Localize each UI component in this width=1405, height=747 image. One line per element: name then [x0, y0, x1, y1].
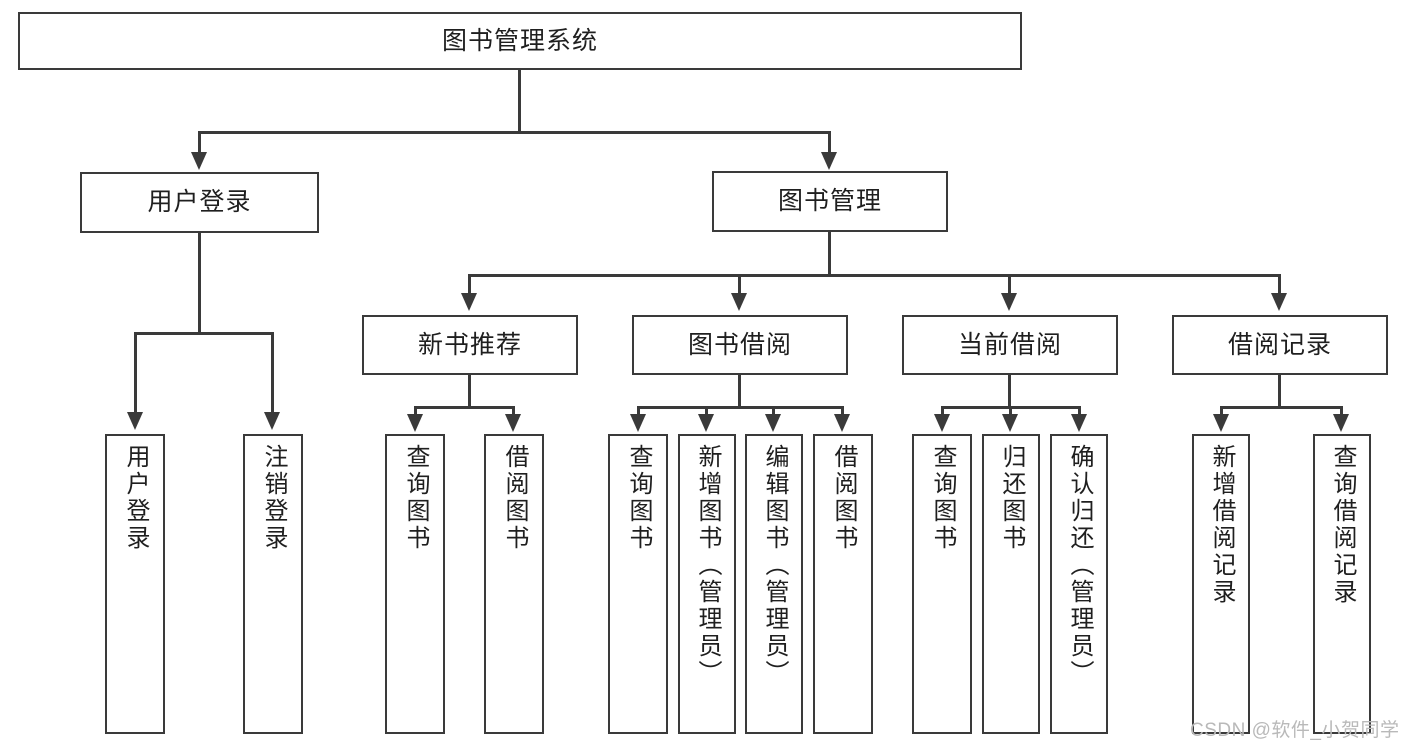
node-label: 借阅图书	[501, 444, 528, 552]
connector-current-to-leaf2	[1009, 406, 1012, 418]
leaf-query-book-borrow[interactable]: 查询图书	[608, 434, 668, 734]
connector-book-manage-bus	[468, 274, 1280, 277]
arrowhead-recommend-leaf2	[505, 414, 521, 432]
connector-book-manage-to-borrow	[738, 274, 741, 296]
node-new-book-recommend[interactable]: 新书推荐	[362, 315, 578, 375]
node-label: 查询图书	[625, 444, 652, 552]
connector-book-manage-to-record	[1278, 274, 1281, 296]
leaf-add-book-admin[interactable]: 新增图书（管理员）	[678, 434, 736, 734]
node-user-login[interactable]: 用户登录	[80, 172, 319, 233]
node-borrow-record[interactable]: 借阅记录	[1172, 315, 1388, 375]
node-label: 查询图书	[402, 444, 429, 552]
node-label: 当前借阅	[957, 330, 1062, 359]
leaf-query-borrow-record[interactable]: 查询借阅记录	[1313, 434, 1371, 734]
node-label: 借阅记录	[1227, 330, 1332, 359]
node-label: 注销登录	[260, 444, 287, 552]
arrowhead-borrow-leaf1	[630, 414, 646, 432]
connector-current-to-leaf3	[1078, 406, 1081, 418]
node-label: 图书管理系统	[441, 26, 598, 55]
node-label: 图书借阅	[687, 330, 792, 359]
leaf-user-login[interactable]: 用户登录	[105, 434, 165, 734]
connector-borrow-to-leaf1	[637, 406, 640, 418]
leaf-query-book-current[interactable]: 查询图书	[912, 434, 972, 734]
arrowhead-user-login-leaf1	[127, 412, 143, 430]
connector-borrow-to-leaf3	[772, 406, 775, 418]
connector-recommend-bus	[414, 406, 514, 409]
arrowhead-user-login-leaf2	[264, 412, 280, 430]
csdn-watermark: CSDN @软件_小贺同学	[1190, 720, 1400, 741]
node-system-root[interactable]: 图书管理系统	[18, 12, 1022, 70]
connector-root-stem	[518, 70, 521, 133]
node-label: 用户登录	[122, 444, 149, 552]
node-label: 确认归还（管理员）	[1066, 444, 1093, 687]
arrowhead-book-manage-current	[1001, 293, 1017, 311]
connector-recommend-to-leaf1	[414, 406, 417, 418]
node-label: 新增借阅记录	[1208, 444, 1235, 606]
node-book-borrow[interactable]: 图书借阅	[632, 315, 848, 375]
leaf-edit-book-admin[interactable]: 编辑图书（管理员）	[745, 434, 803, 734]
arrowhead-current-leaf2	[1002, 414, 1018, 432]
node-label: 新增图书（管理员）	[694, 444, 721, 687]
connector-borrow-to-leaf4	[841, 406, 844, 418]
arrowhead-recommend-leaf1	[407, 414, 423, 432]
connector-borrow-to-leaf2	[705, 406, 708, 418]
node-current-borrow[interactable]: 当前借阅	[902, 315, 1118, 375]
arrowhead-borrow-leaf3	[765, 414, 781, 432]
connector-current-stem	[1008, 375, 1011, 408]
arrowhead-borrow-leaf2	[698, 414, 714, 432]
leaf-add-borrow-record[interactable]: 新增借阅记录	[1192, 434, 1250, 734]
node-label: 查询借阅记录	[1329, 444, 1356, 606]
node-book-manage[interactable]: 图书管理	[712, 171, 948, 232]
connector-user-login-stem	[198, 233, 201, 334]
leaf-confirm-return-admin[interactable]: 确认归还（管理员）	[1050, 434, 1108, 734]
arrowhead-current-leaf3	[1071, 414, 1087, 432]
connector-root-bus	[198, 131, 831, 134]
connector-current-to-leaf1	[941, 406, 944, 418]
node-label: 新书推荐	[417, 330, 522, 359]
arrowhead-record-leaf1	[1213, 414, 1229, 432]
arrowhead-book-manage-recommend	[461, 293, 477, 311]
leaf-logout[interactable]: 注销登录	[243, 434, 303, 734]
leaf-borrow-book-recommend[interactable]: 借阅图书	[484, 434, 544, 734]
node-label: 查询图书	[929, 444, 956, 552]
leaf-return-book[interactable]: 归还图书	[982, 434, 1040, 734]
arrowhead-book-manage-record	[1271, 293, 1287, 311]
connector-root-to-user-login	[198, 131, 201, 155]
connector-user-login-bus	[134, 332, 273, 335]
arrowhead-record-leaf2	[1333, 414, 1349, 432]
connector-recommend-stem	[468, 375, 471, 408]
node-label: 借阅图书	[830, 444, 857, 552]
connector-record-to-leaf2	[1340, 406, 1343, 418]
connector-recommend-to-leaf2	[512, 406, 515, 418]
node-label: 图书管理	[777, 187, 882, 215]
connector-record-to-leaf1	[1220, 406, 1223, 418]
arrowhead-current-leaf1	[934, 414, 950, 432]
connector-book-manage-stem	[828, 232, 831, 276]
connector-borrow-stem	[738, 375, 741, 408]
connector-book-manage-to-current	[1008, 274, 1011, 296]
connector-user-login-to-leaf2	[271, 332, 274, 414]
node-label: 归还图书	[998, 444, 1025, 552]
connector-root-to-book-manage	[828, 131, 831, 155]
connector-borrow-bus	[637, 406, 843, 409]
node-label: 用户登录	[147, 188, 252, 216]
arrowhead-root-to-user-login	[191, 152, 207, 170]
arrowhead-borrow-leaf4	[834, 414, 850, 432]
connector-record-stem	[1278, 375, 1281, 408]
arrowhead-root-to-book-manage	[821, 152, 837, 170]
arrowhead-book-manage-borrow	[731, 293, 747, 311]
connector-record-bus	[1220, 406, 1342, 409]
connector-user-login-to-leaf1	[134, 332, 137, 414]
node-label: 编辑图书（管理员）	[761, 444, 788, 687]
leaf-borrow-book-borrow[interactable]: 借阅图书	[813, 434, 873, 734]
leaf-query-book-recommend[interactable]: 查询图书	[385, 434, 445, 734]
connector-book-manage-to-recommend	[468, 274, 471, 296]
